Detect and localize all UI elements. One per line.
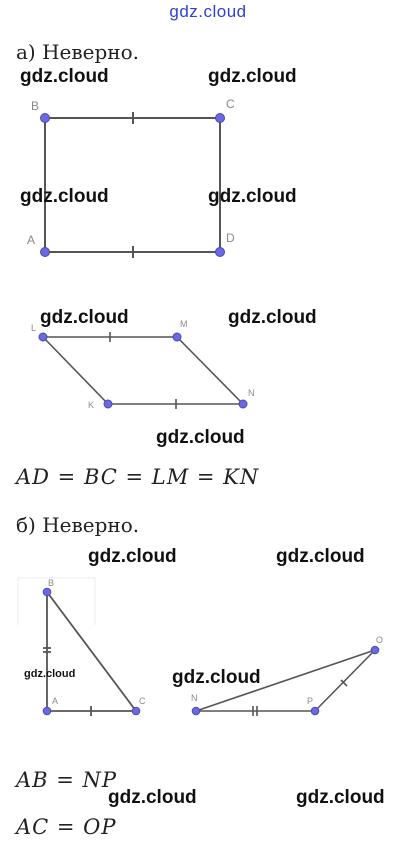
watermark: gdz.cloud (20, 186, 109, 207)
watermark: gdz.cloud (208, 186, 297, 207)
label-c: C (226, 97, 235, 111)
label-p2: P (307, 696, 313, 706)
point-b (40, 113, 50, 123)
watermark: gdz.cloud (296, 787, 385, 808)
label-o2: O (376, 635, 383, 645)
part-a-title: а) Неверно. (16, 40, 139, 64)
part-a-equation: AD = BC = LM = KN (16, 465, 260, 489)
point-k (103, 399, 113, 409)
triangle-nop-figure: N P O (191, 635, 383, 716)
label-m: M (180, 319, 188, 329)
point-l (38, 332, 48, 342)
label-n2: N (191, 693, 198, 703)
label-b2: B (48, 578, 54, 588)
watermark: gdz.cloud (24, 668, 76, 680)
label-d: D (226, 231, 235, 245)
watermark: gdz.cloud (88, 546, 177, 567)
side-no (195, 649, 376, 712)
rectangle-figure: B C A D (27, 97, 235, 258)
parallelogram-figure: L M N K (31, 319, 255, 410)
watermark: gdz.cloud (20, 66, 109, 87)
watermark: gdz.cloud (228, 307, 317, 328)
side-mn (176, 336, 244, 405)
point-p2 (310, 706, 320, 716)
grid-lines (17, 577, 96, 625)
watermark: gdz.cloud (156, 427, 245, 448)
point-d (215, 247, 225, 257)
label-n: N (248, 388, 255, 398)
label-c2: C (139, 696, 146, 706)
label-a: A (27, 233, 35, 247)
tick-po (340, 679, 348, 687)
part-b-equation-2: AC = OP (16, 815, 117, 839)
site-brand: gdz.cloud (169, 2, 247, 21)
label-k: K (88, 400, 94, 410)
part-b-equation-1: AB = NP (16, 768, 118, 792)
watermark: gdz.cloud (108, 787, 197, 808)
side-lk (42, 336, 109, 405)
watermark: gdz.cloud (208, 66, 297, 87)
label-l: L (31, 323, 36, 333)
point-m (172, 332, 182, 342)
point-c2 (131, 706, 141, 716)
point-b2 (42, 587, 52, 597)
side-bc-b (46, 591, 137, 712)
part-b-title: б) Неверно. (16, 513, 140, 537)
label-a2: A (52, 696, 58, 706)
triangle-abc-figure: B A C (17, 577, 146, 716)
point-a2 (42, 706, 52, 716)
point-n2 (191, 706, 201, 716)
watermark: gdz.cloud (40, 307, 129, 328)
point-n (238, 399, 248, 409)
side-po (314, 649, 376, 712)
point-c (215, 113, 225, 123)
watermark: gdz.cloud (172, 667, 261, 688)
point-a (40, 247, 50, 257)
point-o2 (370, 645, 380, 655)
watermark: gdz.cloud (276, 546, 365, 567)
label-b: B (31, 99, 39, 113)
